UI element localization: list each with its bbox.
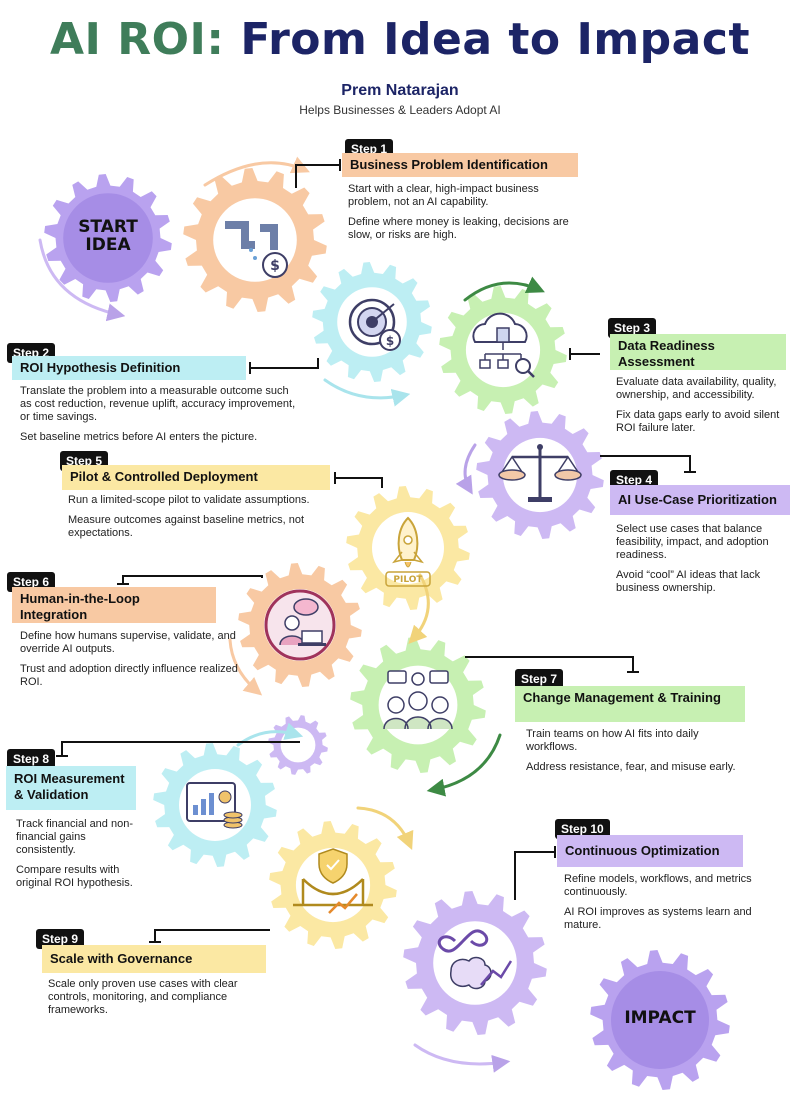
connector-line bbox=[334, 472, 383, 488]
step-description-line: Measure outcomes against baseline metric… bbox=[68, 514, 305, 539]
connector-line bbox=[117, 575, 263, 585]
connector-line bbox=[295, 159, 341, 188]
connector-line bbox=[56, 741, 300, 757]
page-title: AI ROI: From Idea to Impact bbox=[0, 14, 800, 65]
step-badge: Step 10 bbox=[555, 819, 610, 839]
step-description: Scale only proven use cases with clear c… bbox=[48, 978, 253, 1024]
gear-step-1 bbox=[183, 168, 327, 312]
dashboard-coins-icon bbox=[186, 782, 243, 829]
rotation-arrow bbox=[323, 378, 411, 407]
target-dollar-icon: $ bbox=[348, 298, 401, 351]
step-title: AI Use-Case Prioritization bbox=[610, 485, 790, 515]
gear-step-9 bbox=[269, 821, 397, 949]
step-description-line: Evaluate data availability, quality, own… bbox=[616, 376, 777, 401]
step-badge: Step 3 bbox=[608, 318, 657, 338]
rotation-arrow bbox=[426, 733, 502, 797]
svg-text:$: $ bbox=[270, 258, 280, 274]
rotation-arrow bbox=[228, 638, 263, 696]
rotation-arrow bbox=[38, 238, 126, 322]
step-description: Start with a clear, high-impact business… bbox=[348, 183, 578, 249]
step-title: Human-in-the-Loop Integration bbox=[12, 587, 216, 623]
step-description-line: Trust and adoption directly influence re… bbox=[20, 663, 238, 688]
step-description: Run a limited-scope pilot to validate as… bbox=[68, 494, 328, 547]
step-title: Change Management & Training bbox=[515, 686, 745, 722]
cloud-data-icon bbox=[472, 312, 535, 378]
connector-line bbox=[465, 656, 639, 673]
step-description-line: Compare results with original ROI hypoth… bbox=[16, 864, 133, 889]
shield-bridge-icon bbox=[293, 848, 373, 914]
step-description: Select use cases that balance feasibilit… bbox=[616, 523, 791, 602]
start-gear bbox=[44, 174, 172, 302]
rotation-arrow bbox=[408, 573, 430, 644]
step-description-line: Define where money is leaking, decisions… bbox=[348, 216, 569, 241]
step-description-line: AI ROI improves as systems learn and mat… bbox=[564, 906, 752, 931]
step-description-line: Refine models, workflows, and metrics co… bbox=[564, 873, 752, 898]
step-badge: Step 7 bbox=[515, 669, 564, 689]
step-description-line: Train teams on how AI fits into daily wo… bbox=[526, 728, 699, 753]
small-gear bbox=[268, 715, 328, 775]
step-description: Track financial and non-financial gains … bbox=[16, 818, 141, 897]
impact-gear bbox=[590, 950, 730, 1090]
team-training-icon bbox=[383, 670, 453, 730]
title-part1: AI ROI: bbox=[50, 14, 225, 65]
step-description-line: Fix data gaps early to avoid silent ROI … bbox=[616, 409, 780, 434]
step-badge: Step 9 bbox=[36, 929, 85, 949]
step-description: Refine models, workflows, and metrics co… bbox=[564, 873, 786, 939]
step-description: Train teams on how AI fits into daily wo… bbox=[526, 728, 741, 781]
step-title: ROI Measurement & Validation bbox=[6, 766, 136, 810]
connector-line bbox=[600, 455, 696, 473]
balance-scale-icon bbox=[498, 444, 582, 502]
rocket-icon: PILOT bbox=[385, 516, 431, 587]
start-label-line2: IDEA bbox=[85, 235, 131, 255]
connector-line bbox=[249, 358, 319, 374]
step-description-line: Set baseline metrics before AI enters th… bbox=[20, 431, 258, 443]
connector-line bbox=[569, 348, 600, 360]
connector-line bbox=[149, 929, 270, 943]
step-description: Define how humans supervise, validate, a… bbox=[20, 630, 240, 696]
rotation-arrow bbox=[413, 1043, 511, 1073]
impact-label: IMPACT bbox=[624, 1008, 696, 1028]
rotation-arrow bbox=[455, 443, 477, 495]
step-badge: Step 8 bbox=[7, 749, 56, 769]
human-brain-laptop-icon bbox=[264, 589, 336, 661]
step-description-line: Select use cases that balance feasibilit… bbox=[616, 523, 769, 561]
step-title: Scale with Governance bbox=[42, 945, 266, 973]
step-description-line: Run a limited-scope pilot to validate as… bbox=[68, 494, 310, 506]
broken-pipe-money-icon: $ bbox=[225, 221, 288, 278]
start-label-line1: START bbox=[78, 217, 138, 237]
step-title: Business Problem Identification bbox=[342, 153, 578, 177]
step-title: Data Readiness Assessment bbox=[610, 334, 786, 370]
step-description-line: Start with a clear, high-impact business… bbox=[348, 183, 539, 208]
step-description: Translate the problem into a measurable … bbox=[20, 385, 300, 451]
step-description-line: Address resistance, fear, and misuse ear… bbox=[526, 761, 736, 773]
step-description-line: Translate the problem into a measurable … bbox=[20, 385, 296, 423]
author-name: Prem Natarajan bbox=[341, 82, 459, 99]
title-part2: From Idea to Impact bbox=[240, 14, 750, 65]
step-description-line: Define how humans supervise, validate, a… bbox=[20, 630, 236, 655]
rotation-arrow bbox=[356, 806, 414, 850]
step-description-line: Scale only proven use cases with clear c… bbox=[48, 978, 238, 1016]
infinity-brain-icon bbox=[437, 929, 513, 990]
rotation-arrow bbox=[463, 276, 545, 302]
step-title: Pilot & Controlled Deployment bbox=[62, 465, 330, 490]
step-title: ROI Hypothesis Definition bbox=[12, 356, 246, 380]
svg-text:$: $ bbox=[386, 334, 394, 348]
pilot-label: PILOT bbox=[393, 575, 423, 585]
step-description-line: Track financial and non-financial gains … bbox=[16, 818, 133, 856]
step-description: Evaluate data availability, quality, own… bbox=[616, 376, 786, 442]
connector-line bbox=[514, 846, 556, 900]
step-description-line: Avoid “cool” AI ideas that lack business… bbox=[616, 569, 761, 594]
step-title: Continuous Optimization bbox=[557, 835, 743, 867]
author-tagline: Helps Businesses & Leaders Adopt AI bbox=[299, 103, 501, 117]
